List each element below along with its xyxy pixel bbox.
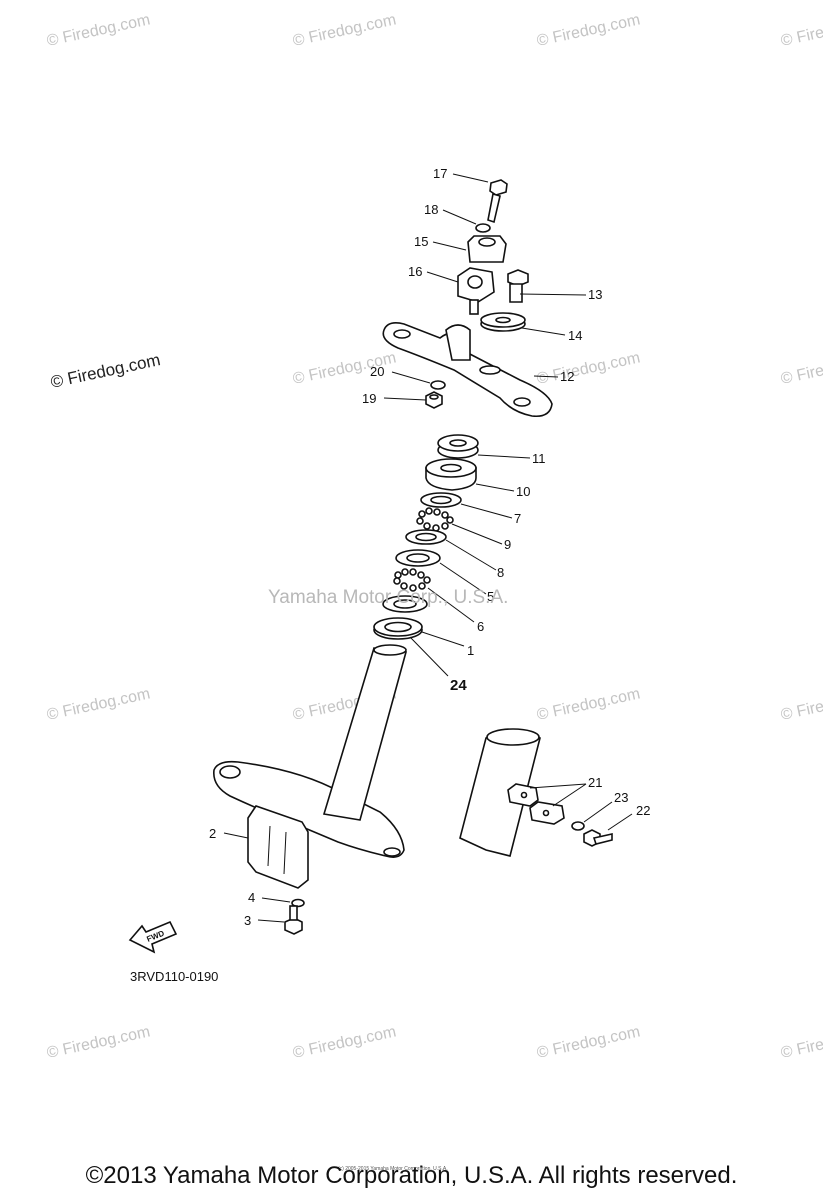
callout-15: 15	[414, 234, 428, 249]
callout-7: 7	[514, 511, 521, 526]
callout-20: 20	[370, 364, 384, 379]
callout-24: 24	[450, 677, 467, 694]
callout-8: 8	[497, 565, 504, 580]
watermark: © Firedog.com	[291, 1023, 397, 1061]
part-holder-16	[457, 267, 495, 315]
watermark: © Firedog.com	[535, 349, 641, 387]
watermark: © Firedog.com	[45, 1023, 151, 1061]
watermark: © Firedog.com	[45, 685, 151, 723]
part-fork-tube	[459, 728, 541, 857]
callout-21: 21	[588, 775, 602, 790]
watermark: © Firedog.com	[535, 1023, 641, 1061]
part-bolt-13	[507, 269, 529, 303]
part-cover-10	[425, 458, 477, 491]
part-race-6	[382, 595, 428, 613]
part-clamp-21-upper	[507, 783, 539, 807]
part-washer-4	[291, 898, 305, 908]
part-clamp-15	[467, 235, 507, 263]
part-race-8-upper	[405, 529, 447, 545]
callout-19: 19	[362, 391, 376, 406]
watermark: © Firedog.com	[291, 11, 397, 49]
watermark: © Firedog.com	[779, 1023, 823, 1061]
diagram-code: 3RVD110-0190	[130, 969, 218, 984]
callout-12: 12	[560, 369, 574, 384]
part-upper-bracket-12	[382, 322, 553, 418]
part-nut-19	[425, 391, 443, 409]
callout-9: 9	[504, 537, 511, 552]
callout-2: 2	[209, 826, 216, 841]
leader-lines	[223, 173, 633, 923]
callout-11: 11	[532, 451, 546, 466]
part-ring-nut-11	[437, 434, 479, 459]
watermark: © Firedog.com	[535, 11, 641, 49]
part-bearing-5	[393, 568, 431, 592]
part-bolt-17	[487, 179, 508, 224]
part-guard-2	[247, 805, 309, 889]
callout-14: 14	[568, 328, 582, 343]
watermark: © Firedog.com	[779, 685, 823, 723]
callout-13: 13	[588, 287, 602, 302]
part-washer-23	[571, 821, 585, 831]
callout-1: 1	[467, 643, 474, 658]
watermark: © Firedog.com	[779, 11, 823, 49]
tiny-copyright: (c) 2005-2015 Yamaha Motor Corporation, …	[338, 1166, 448, 1172]
footer-copyright: ©2013 Yamaha Motor Corporation, U.S.A. A…	[85, 1162, 738, 1189]
part-race-8	[395, 549, 441, 567]
part-spacer-14	[480, 312, 526, 332]
callout-22: 22	[636, 803, 650, 818]
center-watermark: Yamaha Motor Corp., U.S.A.	[268, 587, 508, 608]
watermark: © Firedog.com	[45, 11, 151, 49]
callout-4: 4	[248, 890, 255, 905]
part-bolt-3	[284, 905, 303, 935]
callout-18: 18	[424, 202, 438, 217]
callout-16: 16	[408, 264, 422, 279]
callout-17: 17	[433, 166, 447, 181]
callout-23: 23	[614, 790, 628, 805]
callout-5: 5	[487, 589, 494, 604]
fwd-arrow-icon: FWD	[128, 920, 178, 954]
part-race-7	[420, 492, 462, 508]
watermark-dark: © Firedog.com	[49, 350, 162, 392]
part-bearing-9	[416, 507, 454, 532]
part-bolt-22	[583, 829, 613, 847]
part-clamp-21-lower	[529, 801, 565, 825]
callouts: 17 18 15 16 13 14 12 20 19 11 10 7 9 8 5…	[209, 166, 650, 928]
part-seal-1	[373, 617, 423, 640]
watermark: © Firedog.com	[779, 349, 823, 387]
part-washer-20	[430, 380, 446, 390]
part-steering-stem	[213, 644, 408, 858]
part-washer-18	[475, 223, 491, 233]
watermark: © Firedog.com	[535, 685, 641, 723]
callout-6: 6	[477, 619, 484, 634]
callout-10: 10	[516, 484, 530, 499]
callout-3: 3	[244, 913, 251, 928]
